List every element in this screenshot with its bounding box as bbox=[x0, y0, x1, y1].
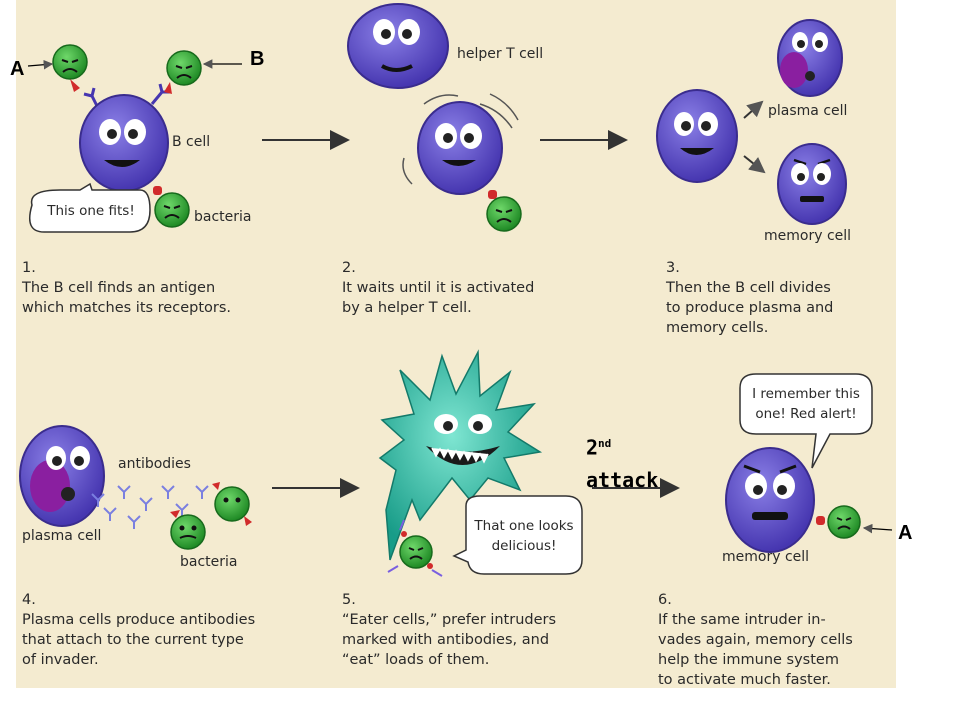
bubble-line: one! Red alert! bbox=[755, 406, 857, 422]
step-5-text: 5. “Eater cells,” prefer intruders marke… bbox=[342, 590, 556, 670]
step-line: to produce plasma and bbox=[666, 300, 834, 316]
step-line: that attach to the current type bbox=[22, 632, 244, 648]
step-line: If the same intruder in- bbox=[658, 612, 826, 628]
step-number: 2. bbox=[342, 260, 356, 276]
memory-cell-label: memory cell bbox=[764, 228, 852, 244]
b-cell-label: B cell bbox=[172, 134, 211, 150]
second-attack-num: 2 bbox=[586, 435, 599, 460]
step-line: It waits until it is activated bbox=[342, 280, 535, 296]
step-line: “eat” loads of them. bbox=[342, 652, 490, 668]
bacteria-icon bbox=[52, 44, 88, 92]
b-cell-3 bbox=[656, 89, 738, 183]
bacteria-icon bbox=[387, 519, 443, 577]
bacteria-icon bbox=[212, 482, 252, 526]
bubble-text-fits: This one fits! bbox=[47, 203, 135, 219]
step-number: 1. bbox=[22, 260, 36, 276]
step-line: The B cell finds an antigen bbox=[22, 280, 216, 296]
step-line: Then the B cell divides bbox=[666, 280, 831, 296]
bacteria-icon bbox=[164, 50, 202, 94]
step-line: which matches its receptors. bbox=[22, 300, 232, 316]
step-number: 6. bbox=[658, 592, 672, 608]
flow-arrow bbox=[743, 100, 764, 119]
bacteria-label: bacteria bbox=[180, 554, 238, 570]
plasma-cell-label: plasma cell bbox=[22, 528, 102, 544]
step-line: by a helper T cell. bbox=[342, 300, 472, 316]
step-line: to activate much faster. bbox=[658, 672, 831, 688]
plasma-cell-label: plasma cell bbox=[768, 103, 848, 119]
step-line: Plasma cells produce antibodies bbox=[22, 612, 256, 628]
step-line: of invader. bbox=[22, 652, 99, 668]
plasma-cell-top bbox=[777, 19, 843, 97]
step-2-text: 2. It waits until it is activated by a h… bbox=[342, 258, 534, 318]
bubble-text-remember: I remember this one! Red alert! bbox=[742, 384, 870, 424]
bubble-line: I remember this bbox=[752, 386, 860, 402]
memory-cell-top bbox=[777, 143, 847, 225]
bacteria-icon bbox=[486, 190, 522, 232]
step-line: vades again, memory cells bbox=[658, 632, 853, 648]
bacteria-icon bbox=[170, 510, 206, 550]
helper-t-cell bbox=[347, 3, 449, 89]
pointer-arrow bbox=[27, 59, 54, 70]
memory-cell-label: memory cell bbox=[722, 549, 810, 565]
b-cell-1 bbox=[79, 83, 170, 192]
second-attack-label: 2nd attack bbox=[586, 428, 658, 496]
speech-bubble bbox=[452, 495, 583, 575]
bacteria-icon bbox=[816, 505, 861, 539]
step-number: 5. bbox=[342, 592, 356, 608]
step-line: help the immune system bbox=[658, 652, 839, 668]
flow-arrow bbox=[743, 155, 766, 174]
step-number: 3. bbox=[666, 260, 680, 276]
second-attack-word: attack bbox=[586, 467, 659, 492]
label-a-top: A bbox=[10, 58, 25, 80]
bacteria-icon bbox=[153, 186, 190, 228]
speech-bubble bbox=[29, 182, 151, 233]
helper-t-label: helper T cell bbox=[457, 46, 544, 62]
bubble-text-delicious: That one looks delicious! bbox=[468, 516, 580, 556]
antibodies-label: antibodies bbox=[118, 456, 191, 472]
step-1-text: 1. The B cell finds an antigen which mat… bbox=[22, 258, 231, 318]
bubble-line: delicious! bbox=[491, 538, 557, 554]
pointer-arrow bbox=[862, 523, 893, 534]
speech-bubble bbox=[739, 373, 873, 469]
b-cell-2 bbox=[402, 93, 519, 195]
step-line: marked with antibodies, and bbox=[342, 632, 550, 648]
second-attack-sup: nd bbox=[598, 437, 612, 450]
step-line: memory cells. bbox=[666, 320, 769, 336]
antibodies-group bbox=[91, 485, 209, 529]
memory-cell-bottom bbox=[725, 447, 815, 553]
label-b-top: B bbox=[250, 48, 265, 70]
step-line: “Eater cells,” prefer intruders bbox=[342, 612, 557, 628]
step-3-text: 3. Then the B cell divides to produce pl… bbox=[666, 258, 833, 338]
step-number: 4. bbox=[22, 592, 36, 608]
step-6-text: 6. If the same intruder in- vades again,… bbox=[658, 590, 853, 690]
step-4-text: 4. Plasma cells produce antibodies that … bbox=[22, 590, 255, 670]
bubble-line: That one looks bbox=[474, 518, 574, 534]
eater-cell bbox=[378, 349, 543, 561]
plasma-cell-bottom bbox=[19, 425, 105, 527]
label-a-bottom: A bbox=[898, 522, 913, 544]
bacteria-label: bacteria bbox=[194, 209, 252, 225]
